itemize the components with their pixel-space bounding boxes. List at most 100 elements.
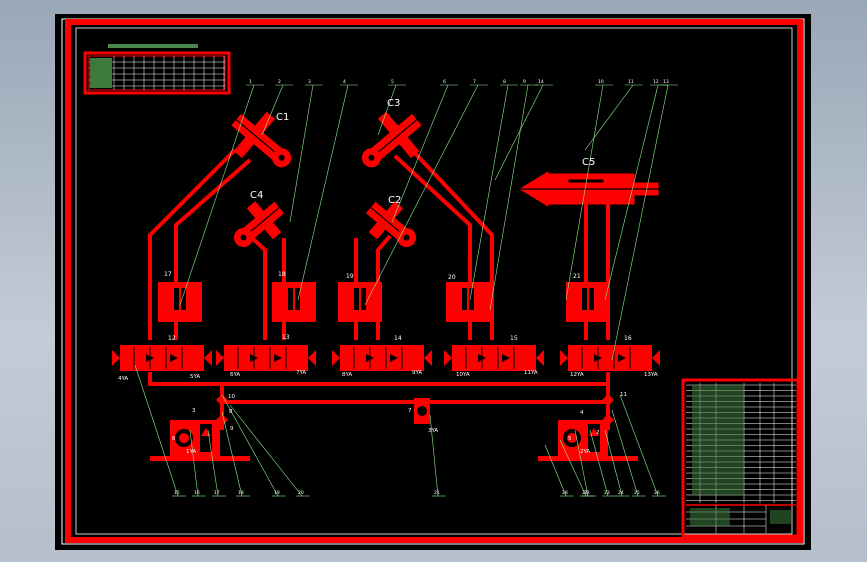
- pivot-hole: [367, 153, 376, 162]
- leader-line: [179, 84, 255, 306]
- leader-line: [584, 84, 634, 151]
- valve-number-19: 19: [346, 273, 354, 280]
- pressure-valve-20: [446, 282, 490, 322]
- leader-line: [574, 429, 589, 497]
- solenoid-right: [424, 350, 432, 366]
- callout-top-1: 1: [249, 79, 252, 85]
- solenoid-label-13YA: 13YA: [644, 372, 658, 378]
- directional-valve-number-15: 15: [510, 335, 518, 342]
- leader-line: [297, 84, 349, 301]
- check-valve-symbol: [602, 394, 614, 406]
- pipe-line: [148, 372, 610, 386]
- solenoid-right: [652, 350, 660, 366]
- valve-number-20: 20: [448, 274, 456, 281]
- component-label-2: 2: [596, 430, 600, 436]
- check-valve-symbol: [216, 394, 228, 406]
- inner-frame-line: [75, 27, 793, 535]
- solenoid-left: [444, 350, 452, 366]
- pump-solenoid-1YA: 1YA: [186, 449, 196, 455]
- component-label-8: 8: [229, 409, 233, 415]
- solenoid-left: [560, 350, 568, 366]
- component-label-11: 11: [620, 392, 627, 398]
- leader-line: [221, 394, 279, 497]
- callout-bottom-21: 21: [434, 490, 440, 496]
- pressure-valve-21: [566, 282, 610, 322]
- callout-bottom-15: 15: [174, 490, 180, 496]
- callout-top-6: 6: [443, 79, 446, 85]
- directional-valve-15: [444, 345, 544, 371]
- callout-bottom-17: 17: [214, 490, 220, 496]
- callout-bottom-22: 22: [584, 490, 590, 496]
- directional-valve-13: [216, 345, 316, 371]
- title-text-region: [690, 508, 730, 526]
- solenoid-right: [204, 350, 212, 366]
- component-label-9: 9: [230, 426, 234, 432]
- callout-top-12: 12: [653, 79, 659, 85]
- leader-line: [221, 411, 243, 497]
- leader-line: [611, 409, 639, 497]
- pump-check-slot: [588, 424, 600, 452]
- callout-top-9: 9: [523, 79, 526, 85]
- directional-valve-body: [568, 345, 652, 371]
- pump-solenoid-3YA: 3YA: [428, 428, 438, 434]
- leader-line: [604, 429, 623, 497]
- leader-line: [377, 84, 397, 136]
- solenoid-label-7YA: 7YA: [296, 370, 306, 376]
- check-valve-symbol: [216, 414, 228, 426]
- cylinder-c4: [233, 201, 285, 248]
- directional-valve-number-14: 14: [394, 335, 402, 342]
- solenoid-label-8YA: 8YA: [342, 372, 352, 378]
- component-label-4: 4: [580, 410, 584, 416]
- leader-line: [229, 404, 303, 497]
- pump-motor-core: [567, 433, 577, 443]
- leader-line: [134, 364, 179, 497]
- pivot-hole: [277, 153, 286, 162]
- directional-valve-body: [224, 345, 308, 371]
- relief-valve-7: [414, 398, 430, 424]
- parts-list-region: [692, 385, 744, 495]
- pressure-valve-19: [338, 282, 382, 322]
- leader-line: [611, 84, 669, 361]
- solenoid-label-4YA: 4YA: [118, 376, 128, 382]
- cylinder-label-c2: C2: [388, 195, 401, 206]
- callout-top-2: 2: [278, 79, 281, 85]
- callout-top-7: 7: [473, 79, 476, 85]
- flow-arrow: [170, 354, 178, 362]
- solenoid-left: [332, 350, 340, 366]
- pressure-valve-18: [272, 282, 316, 322]
- flow-arrow: [594, 354, 602, 362]
- directional-valve-body: [120, 345, 204, 371]
- cylinder-label-c5: C5: [582, 157, 595, 168]
- leader-line: [289, 84, 314, 223]
- callout-bottom-19: 19: [274, 490, 280, 496]
- cylinder-c2: [365, 201, 417, 248]
- flow-arrow: [250, 354, 258, 362]
- leader-line: [207, 429, 219, 497]
- component-label-7: 7: [408, 408, 412, 414]
- solenoid-label-11YA: 11YA: [524, 370, 538, 376]
- pipe-line: [148, 148, 237, 340]
- callout-top-4: 4: [343, 79, 346, 85]
- pump-solenoid-2YA: 2YA: [580, 449, 590, 455]
- valve-number-21: 21: [573, 273, 581, 280]
- relief-valve-port: [417, 406, 427, 416]
- solenoid-label-10YA: 10YA: [456, 372, 470, 378]
- directional-valve-number-16: 16: [624, 335, 632, 342]
- directional-valve-body: [452, 345, 536, 371]
- cylinder-label-c3: C3: [387, 98, 400, 109]
- flow-arrow: [366, 354, 374, 362]
- leader-line: [261, 84, 284, 136]
- solenoid-label-12YA: 12YA: [570, 372, 584, 378]
- leader-line: [364, 84, 479, 306]
- red-border-frame: [65, 19, 803, 543]
- solenoid-label-9YA: 9YA: [412, 370, 422, 376]
- leader-line: [604, 84, 659, 301]
- solenoid-label-5YA: 5YA: [190, 374, 200, 380]
- leader-line: [494, 84, 544, 181]
- leader-line: [189, 429, 199, 497]
- cylinder-c5: [510, 171, 662, 207]
- pump-check-arrow: [589, 428, 599, 436]
- leader-line: [391, 84, 449, 223]
- callout-bottom-23: 23: [604, 490, 610, 496]
- callout-top-5: 5: [391, 79, 394, 85]
